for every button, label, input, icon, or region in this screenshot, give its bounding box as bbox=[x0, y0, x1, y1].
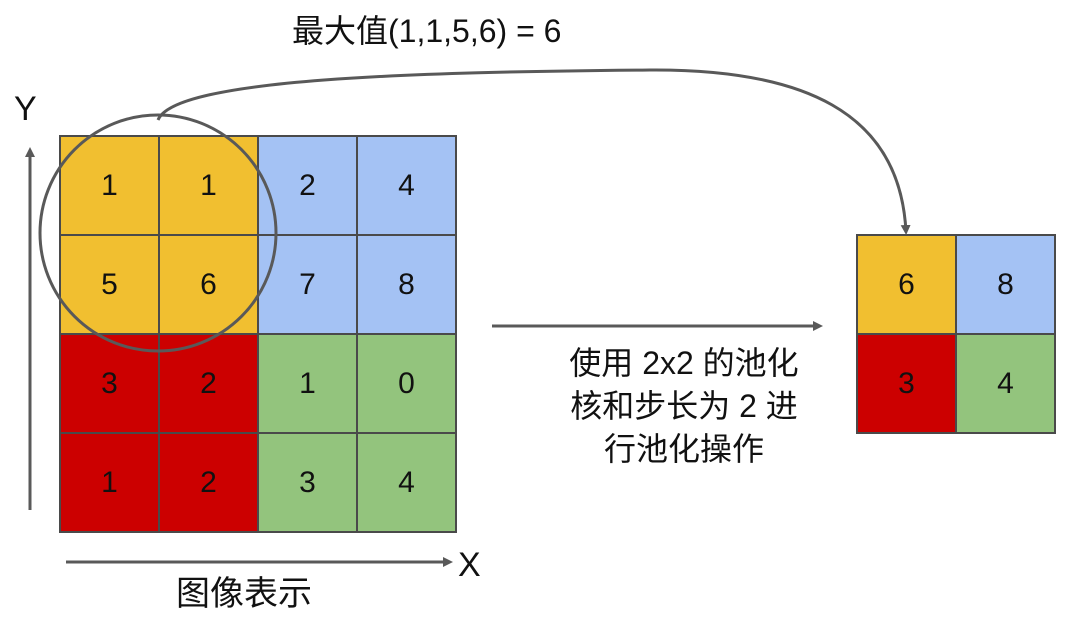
input-matrix-cell: 1 bbox=[160, 137, 257, 234]
max-formula-label: 最大值(1,1,5,6) = 6 bbox=[292, 13, 562, 49]
output-matrix-cell: 4 bbox=[957, 335, 1054, 432]
input-matrix-cell: 1 bbox=[61, 137, 158, 234]
input-matrix-cell: 1 bbox=[259, 335, 356, 432]
input-matrix-cell: 4 bbox=[358, 434, 455, 531]
output-matrix-cell: 8 bbox=[957, 236, 1054, 333]
input-matrix-cell: 1 bbox=[61, 434, 158, 531]
input-matrix-cell: 2 bbox=[160, 335, 257, 432]
input-matrix-cell: 0 bbox=[358, 335, 455, 432]
input-matrix-cell: 3 bbox=[61, 335, 158, 432]
output-matrix-cell: 3 bbox=[858, 335, 955, 432]
input-matrix-cell: 3 bbox=[259, 434, 356, 531]
x-axis-label: X bbox=[458, 546, 481, 584]
input-matrix-cell: 2 bbox=[259, 137, 356, 234]
input-matrix-cell: 6 bbox=[160, 236, 257, 333]
output-matrix-cell: 6 bbox=[858, 236, 955, 333]
pooling-description: 使用 2x2 的池化 核和步长为 2 进 行池化操作 bbox=[514, 342, 854, 471]
input-matrix-cell: 7 bbox=[259, 236, 356, 333]
input-matrix-cell: 4 bbox=[358, 137, 455, 234]
y-axis-label: Y bbox=[14, 90, 37, 128]
pooling-description-line: 使用 2x2 的池化 bbox=[569, 345, 799, 381]
input-matrix-cell: 5 bbox=[61, 236, 158, 333]
input-matrix-cell: 2 bbox=[160, 434, 257, 531]
input-matrix-cell: 8 bbox=[358, 236, 455, 333]
image-representation-caption: 图像表示 bbox=[176, 575, 312, 613]
pooling-description-line: 核和步长为 2 进 bbox=[570, 388, 798, 424]
pooling-description-line: 行池化操作 bbox=[603, 431, 764, 467]
